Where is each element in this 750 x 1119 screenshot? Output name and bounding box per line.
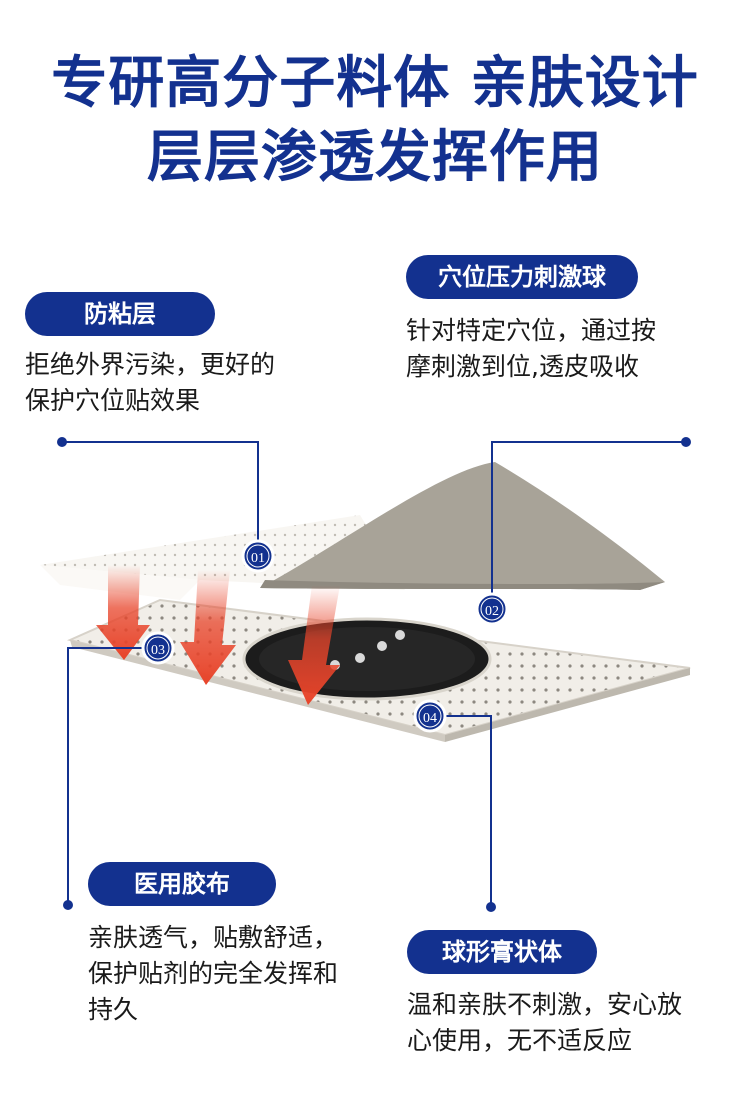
anti-stick-desc-2: 保护穴位贴效果 (25, 386, 201, 415)
medical-tape-desc-1: 亲肤透气，贴敷舒适， (88, 923, 339, 952)
acupoint-ball-desc-1: 针对特定穴位，通过按 (406, 316, 657, 345)
marker-03: 03 (141, 631, 175, 665)
pressure-ball (355, 653, 365, 663)
marker-04: 04 (413, 699, 447, 733)
svg-text:01: 01 (251, 551, 265, 566)
marker-01: 01 (241, 539, 275, 573)
acupoint-ball-desc-2: 摩刺激到位,透皮吸收 (406, 352, 639, 381)
peeled-layer (260, 462, 665, 590)
pressure-ball (377, 641, 387, 651)
gel-ball-desc-1: 温和亲肤不刺激，安心放 (407, 990, 683, 1019)
anti-stick-desc-1: 拒绝外界污染，更好的 (25, 350, 276, 379)
svg-text:02: 02 (485, 604, 499, 619)
headline-line-2: 层层渗透发挥作用 (147, 125, 603, 190)
penetration-arrows (96, 565, 340, 705)
marker-02: 02 (475, 592, 509, 626)
medical-tape-desc-2: 保护贴剂的完全发挥和 (88, 959, 339, 988)
svg-text:04: 04 (423, 711, 437, 726)
acupoint-ball-label: 穴位压力刺激球 (406, 255, 638, 299)
medical-tape-label: 医用胶布 (88, 862, 276, 906)
medical-tape-desc-3: 持久 (88, 995, 139, 1024)
gel-ball-desc-2: 心使用，无不适反应 (407, 1026, 633, 1055)
pressure-ball (395, 630, 405, 640)
gel-ball-label: 球形膏状体 (407, 930, 597, 974)
svg-text:03: 03 (151, 643, 165, 658)
headline-line-1: 专研高分子料体 亲肤设计 (51, 51, 699, 116)
anti-stick-label: 防粘层 (25, 292, 215, 336)
